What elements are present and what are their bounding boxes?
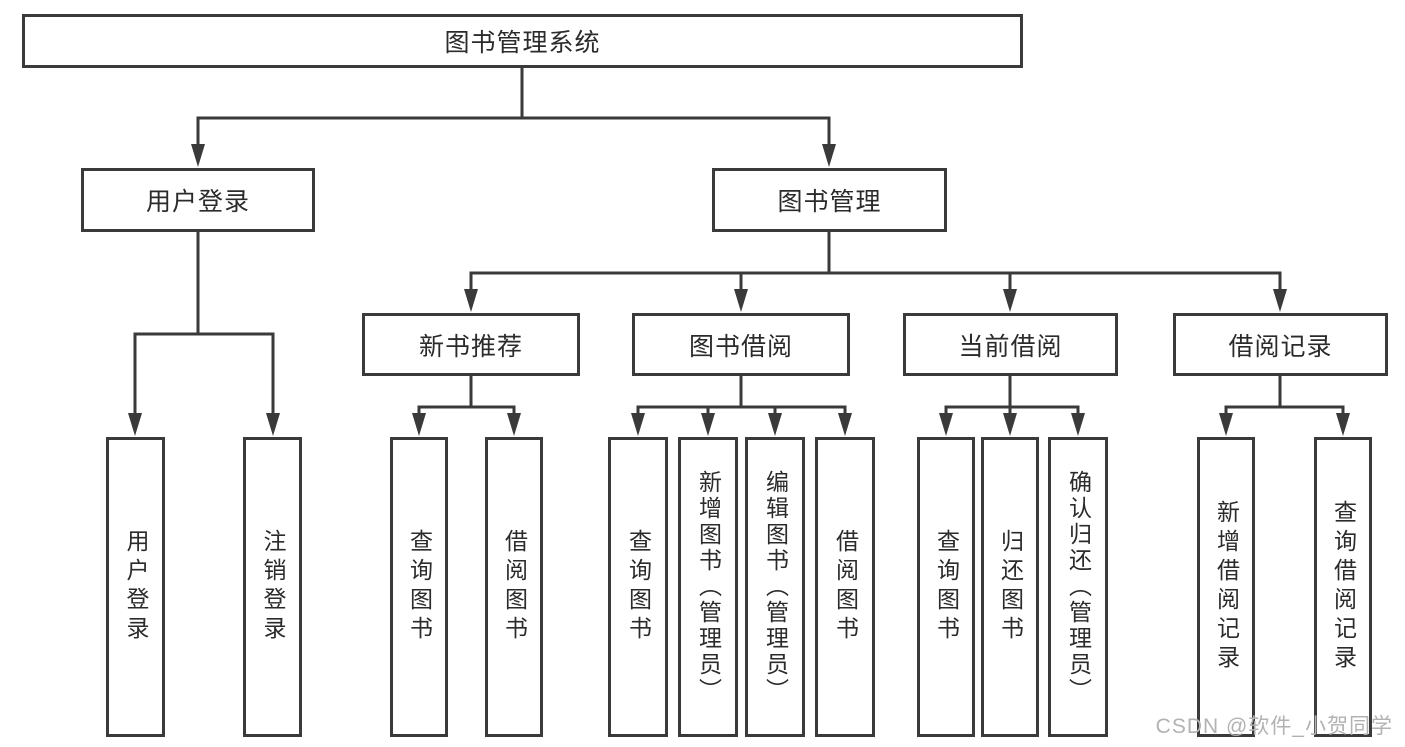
csdn-watermark: CSDN @软件_小贺同学	[1155, 715, 1393, 738]
leaf-label: 借阅图书	[501, 529, 528, 645]
leaf-label: 注销登录	[260, 529, 286, 645]
node-user-login: 用户登录	[81, 168, 315, 232]
leaf-label: 查询图书	[933, 529, 960, 645]
node-leaf-add-borrow-record: 新增借阅记录	[1197, 437, 1255, 737]
leaf-label: 确认归还（管理员）	[1065, 470, 1092, 704]
node-leaf-logout: 注销登录	[243, 437, 302, 737]
leaf-label: 查询图书	[406, 529, 433, 645]
node-borrowing-records: 借阅记录	[1173, 313, 1388, 376]
node-leaf-confirm-return-admin: 确认归还（管理员）	[1048, 437, 1108, 737]
node-leaf-edit-book-admin: 编辑图书（管理员）	[745, 437, 805, 737]
node-leaf-query-books-2: 查询图书	[608, 437, 668, 737]
node-library-management-system: 图书管理系统	[22, 14, 1023, 68]
leaf-label: 归还图书	[997, 529, 1024, 645]
node-leaf-query-books-1: 查询图书	[390, 437, 448, 737]
node-leaf-add-book-admin: 新增图书（管理员）	[678, 437, 738, 737]
node-leaf-query-borrow-record: 查询借阅记录	[1314, 437, 1372, 737]
leaf-label: 新增图书（管理员）	[695, 470, 722, 704]
node-leaf-borrow-books-1: 借阅图书	[485, 437, 543, 737]
node-current-borrowing: 当前借阅	[903, 313, 1118, 376]
node-leaf-return-book: 归还图书	[981, 437, 1039, 737]
leaf-label: 查询图书	[625, 529, 652, 645]
leaf-label: 编辑图书（管理员）	[762, 470, 789, 704]
leaf-label: 借阅图书	[832, 529, 859, 645]
node-new-book-recommendation: 新书推荐	[362, 313, 580, 376]
leaf-label: 查询借阅记录	[1330, 500, 1357, 674]
node-book-borrowing: 图书借阅	[632, 313, 850, 376]
node-book-management: 图书管理	[712, 168, 947, 232]
node-leaf-borrow-books-2: 借阅图书	[815, 437, 875, 737]
leaf-label: 新增借阅记录	[1213, 500, 1240, 674]
node-leaf-user-login: 用户登录	[106, 437, 165, 737]
leaf-label: 用户登录	[123, 529, 149, 645]
node-leaf-query-books-3: 查询图书	[917, 437, 975, 737]
